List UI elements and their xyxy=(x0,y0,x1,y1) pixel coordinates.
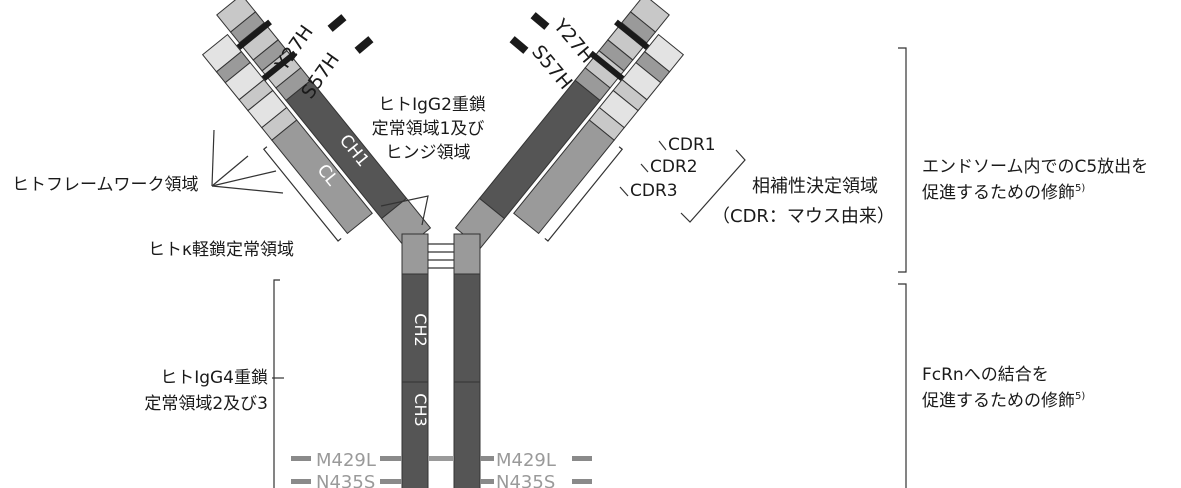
fcrn-bracket xyxy=(898,283,907,488)
ch3-label: CH3 xyxy=(411,393,430,426)
left-cl-domain xyxy=(271,119,373,235)
cdr-source: （CDR：マウス由来） xyxy=(712,206,895,227)
left-ch3-domain xyxy=(401,381,429,488)
igg4-label-block: ヒトIgG4重鎖 定常領域2及び3 xyxy=(144,279,284,488)
endosome-line1: エンドソーム内でのC5放出を xyxy=(922,157,1148,177)
cdr3-pointer xyxy=(619,186,629,197)
y27h-marker-right xyxy=(614,19,651,51)
y27h-dash-right xyxy=(530,12,550,30)
fcrn-line1: FcRnへの結合を xyxy=(922,365,1049,385)
igg2-label-block: ヒトIgG2重鎖 定常領域1及び ヒンジ領域 xyxy=(372,95,486,226)
endosome-annotation: エンドソーム内でのC5放出を 促進するための修飾5) xyxy=(898,47,1148,273)
igg2-label-line1: ヒトIgG2重鎖 xyxy=(378,95,486,115)
y27h-marker-left xyxy=(235,19,272,51)
m429l-bridge xyxy=(428,456,454,461)
endosome-bracket xyxy=(898,47,907,273)
igg2-pointer xyxy=(380,195,429,226)
hinge-right xyxy=(453,233,481,275)
left-light-chain-arm: CL xyxy=(201,33,373,242)
cdr1-pointer xyxy=(658,140,667,151)
framework-pointer-3 xyxy=(211,170,277,187)
s57h-dash-left xyxy=(354,36,374,54)
cdr2-pointer xyxy=(640,163,649,173)
endosome-line2-text: 促進するための修飾 xyxy=(922,183,1075,203)
m429l-label-left: M429L xyxy=(316,450,376,471)
n435s-tick-left xyxy=(380,479,402,484)
fcrn-line2: 促進するための修飾5) xyxy=(922,391,1085,411)
cdr1-label: CDR1 xyxy=(668,135,716,155)
igg2-label-line2: 定常領域1及び xyxy=(372,119,485,139)
m429l-tick-left xyxy=(380,456,402,461)
right-cl-bracket xyxy=(544,146,624,242)
m429l-dash-right xyxy=(572,456,592,461)
left-ch2-domain xyxy=(401,273,429,383)
cdr-title: 相補性決定領域 xyxy=(752,176,878,197)
s57h-dash-right xyxy=(509,36,529,54)
kappa-label-block: ヒトκ軽鎖定常領域 xyxy=(148,240,294,260)
fcrn-line2-text: 促進するための修飾 xyxy=(922,391,1075,411)
n435s-dash-right xyxy=(572,479,592,484)
hinge-region xyxy=(401,233,481,275)
cdr-bracket xyxy=(680,149,746,223)
bottom-mutation-labels: M429L M429L N435S N435S xyxy=(291,450,592,488)
cdr3-label: CDR3 xyxy=(630,181,678,201)
n435s-label-right: N435S xyxy=(496,472,555,488)
n435s-dash-left xyxy=(291,479,311,484)
framework-pointer-4 xyxy=(211,185,284,194)
cdr2-label: CDR2 xyxy=(650,157,698,177)
framework-pointer-1 xyxy=(211,129,215,187)
igg4-bracket xyxy=(273,279,280,488)
s57h-marker-left xyxy=(260,50,298,82)
cl-bracket xyxy=(262,146,342,242)
m429l-tick-right xyxy=(480,456,494,461)
igg4-label-line2: 定常領域2及び3 xyxy=(144,394,268,414)
framework-label: ヒトフレームワーク領域 xyxy=(12,175,199,195)
endosome-line2: 促進するための修飾5) xyxy=(922,183,1085,203)
right-ch2-domain xyxy=(453,273,481,383)
fcrn-annotation: FcRnへの結合を 促進するための修飾5) xyxy=(898,283,1085,488)
framework-pointer-2 xyxy=(211,155,249,187)
fc-stem: CH2 CH3 xyxy=(401,273,481,488)
fcrn-reference: 5) xyxy=(1075,391,1085,402)
kappa-label: ヒトκ軽鎖定常領域 xyxy=(148,240,294,260)
hinge-left xyxy=(401,233,429,275)
y27h-dash-left xyxy=(327,14,347,32)
m429l-label-right: M429L xyxy=(496,450,556,471)
s57h-marker-right xyxy=(588,50,626,82)
n435s-label-left: N435S xyxy=(316,472,375,488)
ch2-label: CH2 xyxy=(411,313,430,346)
cdr-label-block: CDR1 CDR2 CDR3 相補性決定領域 （CDR：マウス由来） xyxy=(619,135,895,227)
right-cl-domain xyxy=(513,119,615,235)
n435s-tick-right xyxy=(480,479,494,484)
igg2-label-line3: ヒンジ領域 xyxy=(386,143,471,163)
endosome-reference: 5) xyxy=(1075,183,1085,194)
m429l-dash-left xyxy=(291,456,311,461)
igg4-label-line1: ヒトIgG4重鎖 xyxy=(160,368,268,388)
right-ch3-domain xyxy=(453,381,481,488)
right-light-chain-arm xyxy=(513,33,685,242)
framework-label-block: ヒトフレームワーク領域 xyxy=(12,129,284,195)
